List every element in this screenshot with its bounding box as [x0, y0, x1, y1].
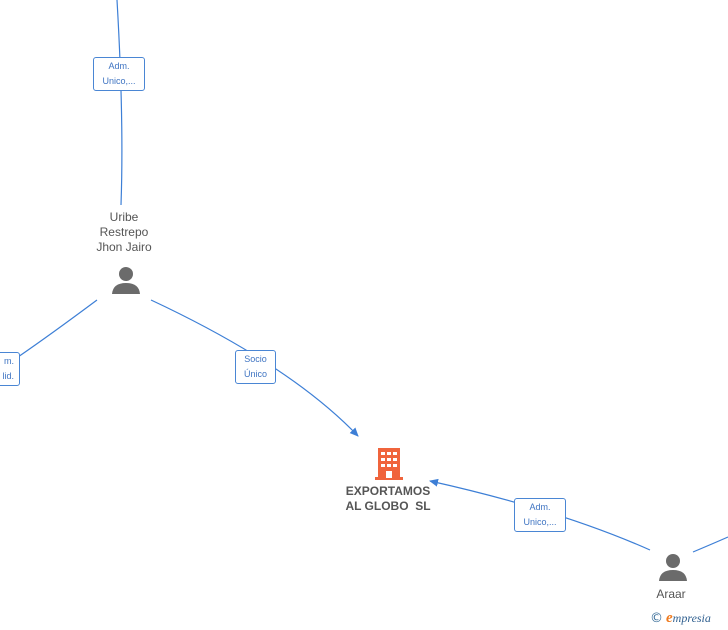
person-name-uribe[interactable]: Uribe Restrepo Jhon Jairo	[80, 210, 168, 255]
copyright-icon: ©	[650, 611, 663, 626]
edge-araar-to-right	[692, 536, 728, 553]
person-name-line: Jhon Jairo	[96, 240, 152, 254]
relation-label-top[interactable]: Adm. Unico,...	[93, 57, 145, 91]
person-icon[interactable]	[658, 552, 688, 582]
building-icon[interactable]	[373, 445, 405, 481]
edge-top-to-uribe	[116, 0, 123, 206]
relation-label-line: Unico,...	[523, 517, 557, 527]
relation-label-left[interactable]: m. lid.	[0, 352, 20, 386]
person-name-araar[interactable]: Araar	[640, 587, 702, 602]
company-name[interactable]: EXPORTAMOS AL GLOBO SL	[330, 484, 446, 514]
relation-label-line: lid.	[2, 371, 14, 381]
relation-label-line: Adm.	[108, 61, 130, 71]
person-name-line: Araar	[656, 587, 686, 601]
empresia-logo: © empresia	[650, 610, 711, 627]
relation-label-araar[interactable]: Adm. Unico,...	[514, 498, 566, 532]
relation-label-line: Unico,...	[102, 76, 136, 86]
relation-label-line: Socio	[244, 354, 267, 364]
relation-label-line: m.	[4, 356, 14, 366]
relation-label-socio[interactable]: Socio Único	[235, 350, 276, 384]
relation-label-line: Adm.	[529, 502, 551, 512]
company-name-line: AL GLOBO SL	[345, 499, 431, 513]
company-name-line: EXPORTAMOS	[345, 484, 431, 498]
person-name-line: Restrepo	[99, 225, 149, 239]
person-name-line: Uribe	[109, 210, 139, 224]
person-icon[interactable]	[111, 265, 141, 295]
relation-label-line: Único	[243, 369, 267, 379]
brand-text: mpresia	[672, 611, 711, 625]
brand-initial: e	[666, 610, 673, 626]
edge-uribe-to-left	[17, 299, 98, 358]
